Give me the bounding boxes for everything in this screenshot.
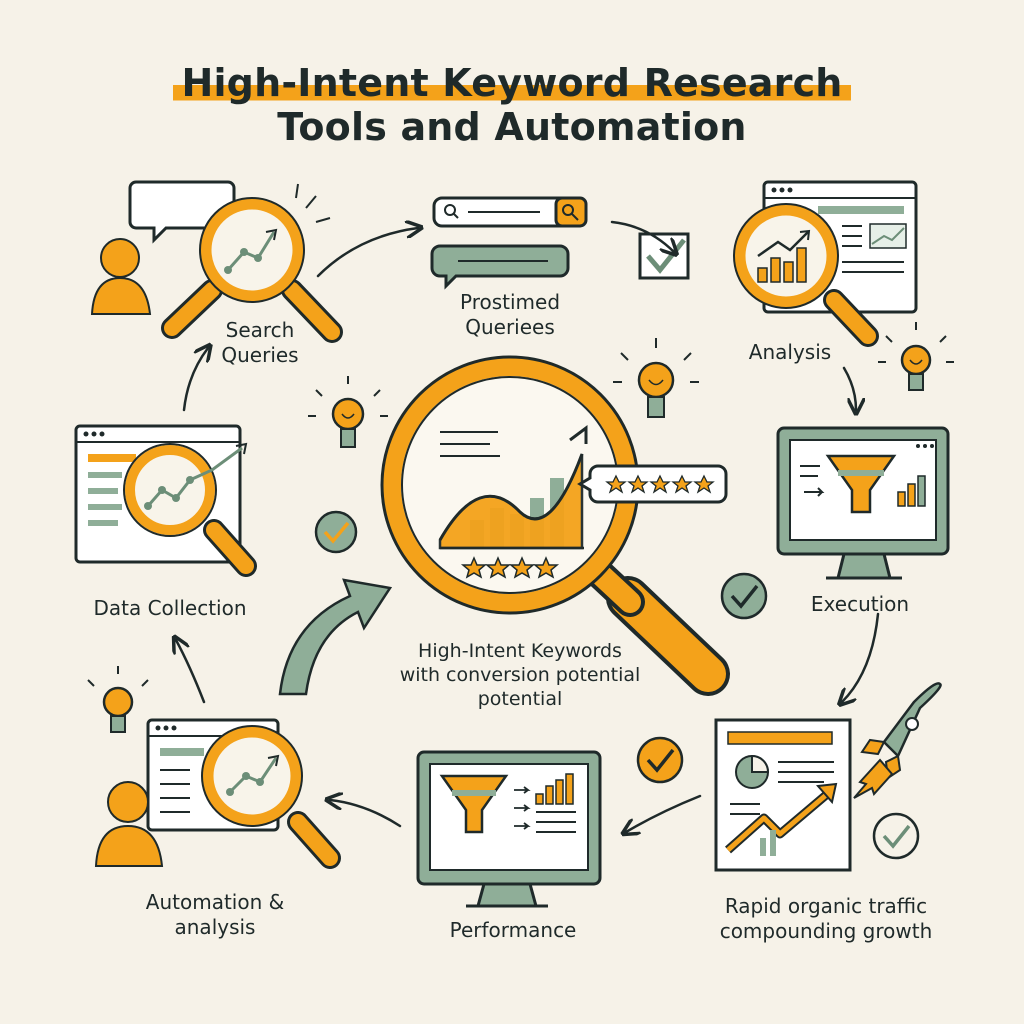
search-queries-illustration [90,180,343,343]
rating-bubble-icon [577,464,728,504]
execution-illustration [776,426,950,580]
flow-arrows [176,222,880,832]
label-automation: Automation & analysis [145,890,285,939]
growth-arrow-icon [278,578,393,696]
monitor-funnel-icon [776,426,950,580]
chat-bubble-icon [430,244,570,290]
label-data-collection: Data Collection [93,596,247,620]
data-collection-illustration [74,424,257,577]
check-circle-icon [720,572,768,620]
label-search-queries: Search Queries [221,318,299,367]
checkbox-icon [638,232,690,280]
user-icon [94,781,164,867]
page-title: High-Intent Keyword Research Tools and A… [0,61,1024,149]
report-document-icon [714,718,852,872]
monitor-funnel-icon [416,750,602,908]
lightbulb-icon [87,666,149,733]
magnifier-trend-icon [161,183,343,343]
check-circle-icon [872,812,920,860]
label-performance: Performance [449,918,577,942]
magnifier-trend-icon [201,725,341,869]
prostimed-queries-illustration [430,196,588,290]
label-rapid-growth: Rapid organic traffic compounding growth [719,894,933,943]
lightbulb-icon [613,338,699,418]
rocket-icon [853,682,942,799]
user-icon [90,238,152,315]
title-line-2: Tools and Automation [277,104,747,149]
rapid-growth-illustration [714,682,942,872]
central-magnifier-icon [380,355,730,696]
magnifier-bar-chart-icon [733,203,879,347]
title-line-1: High-Intent Keyword Research [173,61,851,106]
automation-illustration [87,666,341,869]
check-circle-icon [314,510,358,554]
label-analysis: Analysis [748,340,832,364]
check-circle-icon [636,736,684,784]
lightbulb-icon [308,376,388,448]
label-execution: Execution [810,592,910,616]
star-rating-icon [460,556,560,579]
lightbulb-icon [878,322,954,391]
performance-illustration [416,750,602,908]
magnifier-trend-icon [123,442,257,577]
analysis-illustration [638,180,918,347]
search-bar-icon [432,196,588,228]
label-center-keywords: High-Intent Keywords with conversion pot… [399,640,641,710]
label-prostimed-queries: Prostimed Queriees [459,290,561,339]
